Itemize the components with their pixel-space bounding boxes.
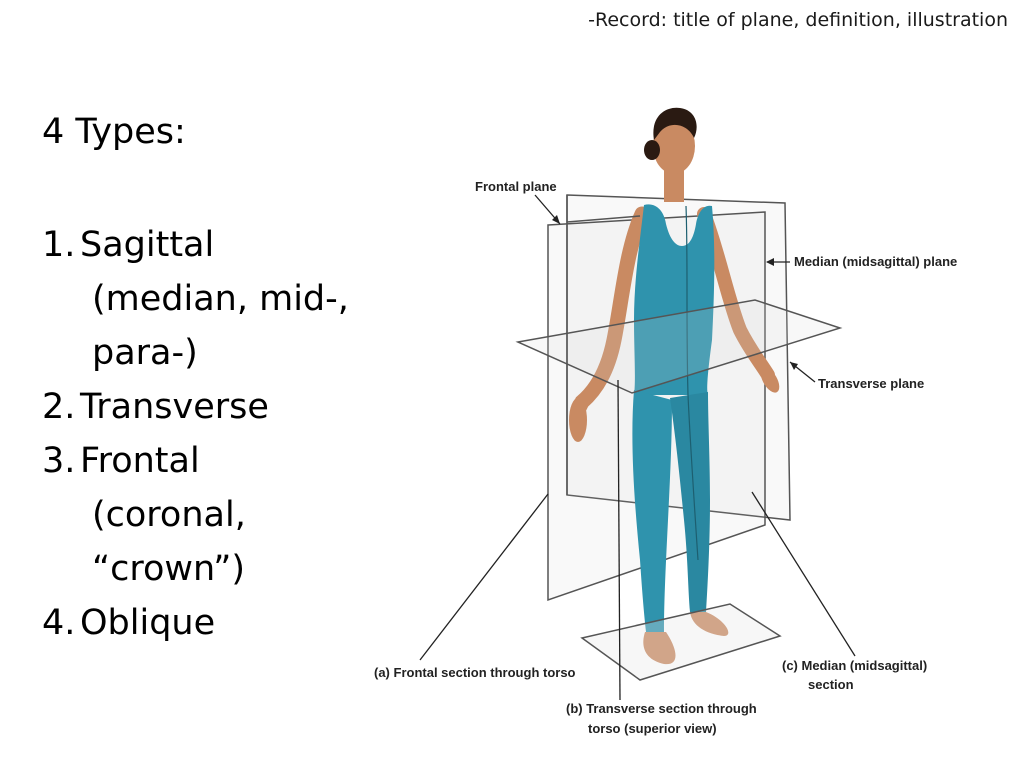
left-hand [569,398,587,442]
plane-detail: para-) [92,333,198,373]
arrowhead [552,215,560,224]
instruction-note: -Record: title of plane, definition, ill… [588,9,1008,31]
neck [664,168,684,202]
slide-title: 4 Types: [42,112,186,152]
plane-name: Frontal [80,441,200,481]
label-c-1: (c) Median (midsagittal) [782,658,927,673]
list-item-transverse: 2. Transverse [42,380,392,434]
frontal-plane-top [566,215,641,223]
plane-detail: “crown”) [92,549,246,589]
list-number: 1. [42,225,76,265]
plane-detail: (coronal, [92,495,246,535]
arrowhead [790,362,798,370]
right-leg [670,392,710,612]
list-number: 4. [42,603,76,643]
plane-name: Transverse [80,387,269,427]
left-arm [570,206,650,418]
leader-b [617,379,621,701]
left-leg [632,390,672,632]
arrowhead [766,258,774,266]
transverse-plane [515,299,843,394]
seam-line [685,205,699,561]
label-b-1: (b) Transverse section through [566,701,757,716]
list-item-frontal: 3. Frontal (coronal, “crown”) [42,434,392,596]
label-c-2: section [808,677,854,692]
hair-bun [644,140,660,160]
plane-types-list: 1. Sagittal (median, mid-, para-) 2. Tra… [42,218,392,650]
right-hand [760,367,780,393]
list-number: 2. [42,387,76,427]
body-planes-illustration: Frontal plane Median (midsagittal) plane… [374,107,957,736]
torso [634,204,715,395]
list-number: 3. [42,441,76,481]
label-frontal-plane: Frontal plane [475,179,557,194]
list-item-oblique: 4. Oblique [42,596,392,650]
label-a: (a) Frontal section through torso [374,665,576,680]
feet [643,612,729,665]
plane-name: Sagittal [80,225,215,265]
plane-detail: (median, mid-, [92,279,349,319]
hair [653,107,697,140]
floor-plane [580,603,782,681]
leader-a [419,493,549,661]
label-b-2: torso (superior view) [588,721,717,736]
label-median-plane: Median (midsagittal) plane [794,254,957,269]
head [653,118,695,174]
list-item-sagittal: 1. Sagittal (median, mid-, para-) [42,218,392,380]
label-transverse-plane: Transverse plane [818,376,924,391]
plane-name: Oblique [80,603,216,643]
leader-c [751,491,856,657]
